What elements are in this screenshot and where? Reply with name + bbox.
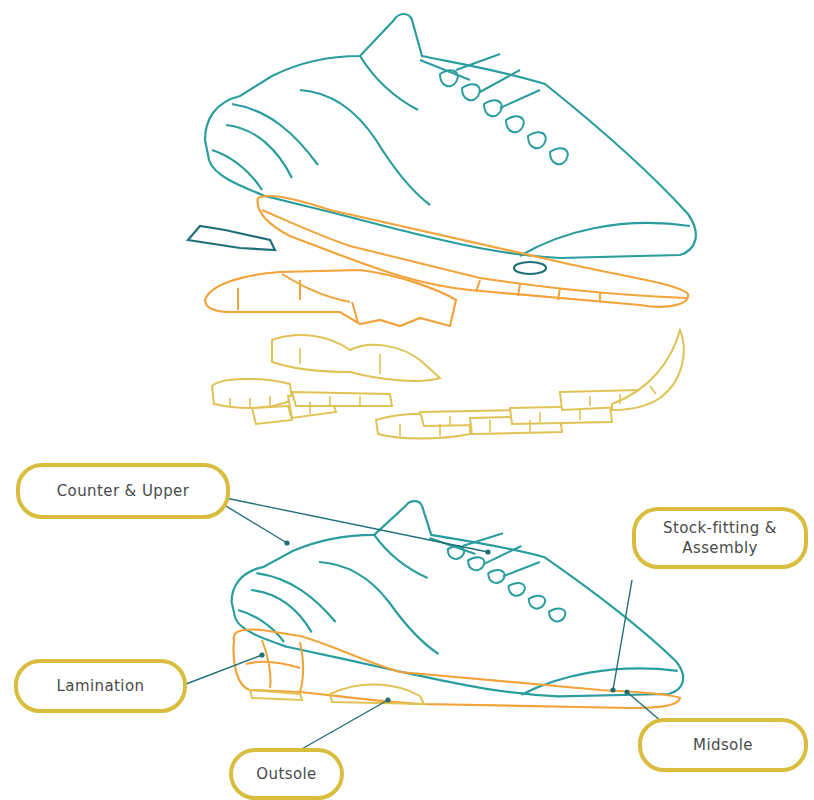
- art-path: [613, 580, 632, 690]
- outsole-ticks: [230, 348, 656, 436]
- upper-part: [205, 14, 696, 258]
- art-circle: [385, 697, 390, 702]
- lamination-detail: [238, 274, 358, 322]
- callout-box: Stock-fitting & Assembly: [632, 507, 808, 569]
- art-path: [212, 379, 292, 408]
- callout-label: Counter & Upper: [57, 481, 190, 501]
- callout-label: Lamination: [57, 676, 145, 696]
- art-circle: [284, 540, 289, 545]
- callout-label: Outsole: [256, 764, 316, 784]
- callout-box: Outsole: [229, 748, 344, 800]
- assembled-midsole-detail: [246, 640, 303, 692]
- assembled-outsole: [250, 684, 424, 704]
- lamination-piece: [205, 270, 456, 326]
- assembled-midsole: [234, 629, 680, 708]
- insert-piece: [514, 262, 546, 274]
- art-path: [627, 692, 662, 722]
- art-circle: [259, 652, 264, 657]
- art-path: [612, 330, 684, 410]
- art-path: [206, 494, 488, 552]
- callout-label: Midsole: [693, 735, 753, 755]
- art-path: [186, 655, 262, 684]
- outsole-pieces: [212, 330, 684, 439]
- leader-dots: [259, 540, 629, 702]
- callout-box: Midsole: [638, 718, 808, 772]
- midsole-piece: [258, 196, 689, 307]
- art-circle: [610, 687, 615, 692]
- art-circle: [485, 549, 490, 554]
- callout-label: Stock-fitting & Assembly: [650, 518, 790, 558]
- art-path: [252, 406, 292, 424]
- midsole-detail: [262, 210, 686, 302]
- art-circle: [624, 689, 629, 694]
- callout-box: Lamination: [14, 659, 187, 713]
- callout-box: Counter & Upper: [16, 463, 230, 519]
- leader-lines: [186, 494, 662, 750]
- art-path: [292, 392, 392, 406]
- assembled-upper: [232, 501, 684, 696]
- art-path: [300, 700, 388, 750]
- heel-counter-piece: [188, 226, 275, 250]
- art-path: [272, 335, 440, 381]
